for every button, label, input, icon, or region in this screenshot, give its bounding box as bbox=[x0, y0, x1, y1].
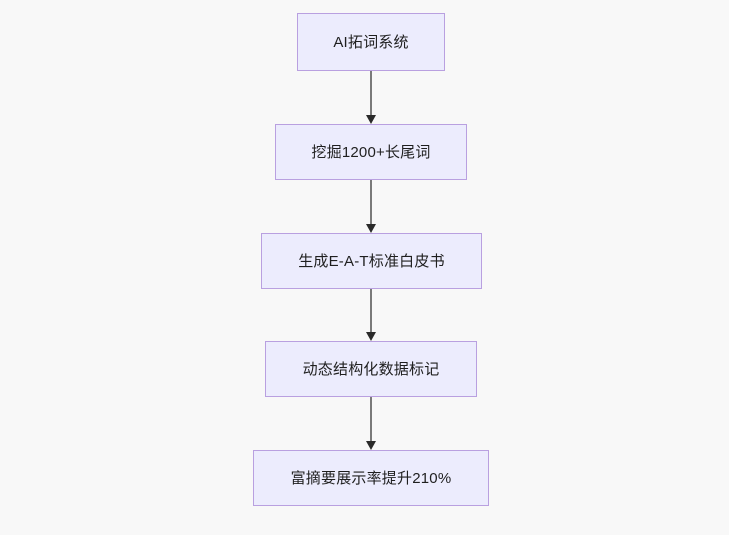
flow-node-rich-snippet-impression-uplift[interactable]: 富摘要展示率提升210% bbox=[253, 450, 489, 506]
flow-node-mine-longtail-keywords[interactable]: 挖掘1200+长尾词 bbox=[275, 124, 467, 180]
edge-line bbox=[370, 71, 372, 115]
flow-node-label: 生成E-A-T标准白皮书 bbox=[298, 252, 445, 270]
flow-node-label: 动态结构化数据标记 bbox=[302, 360, 440, 378]
edge-line bbox=[370, 180, 372, 224]
flow-node-dynamic-structured-data-markup[interactable]: 动态结构化数据标记 bbox=[265, 341, 477, 397]
flow-node-label: AI拓词系统 bbox=[333, 33, 409, 51]
flow-edge-n2-n3 bbox=[365, 180, 376, 233]
flow-edge-n4-n5 bbox=[365, 397, 376, 450]
flow-node-generate-eat-whitepaper[interactable]: 生成E-A-T标准白皮书 bbox=[261, 233, 482, 289]
edge-line bbox=[370, 397, 372, 441]
flow-edge-n1-n2 bbox=[365, 71, 376, 124]
flow-node-label: 富摘要展示率提升210% bbox=[290, 469, 452, 487]
arrowhead-icon bbox=[365, 441, 376, 450]
edge-line bbox=[370, 289, 372, 332]
flow-node-label: 挖掘1200+长尾词 bbox=[311, 143, 431, 161]
flow-node-ai-keyword-system[interactable]: AI拓词系统 bbox=[297, 13, 445, 71]
arrowhead-icon bbox=[365, 332, 376, 341]
flow-edge-n3-n4 bbox=[365, 289, 376, 341]
arrowhead-icon bbox=[365, 115, 376, 124]
arrowhead-icon bbox=[365, 224, 376, 233]
